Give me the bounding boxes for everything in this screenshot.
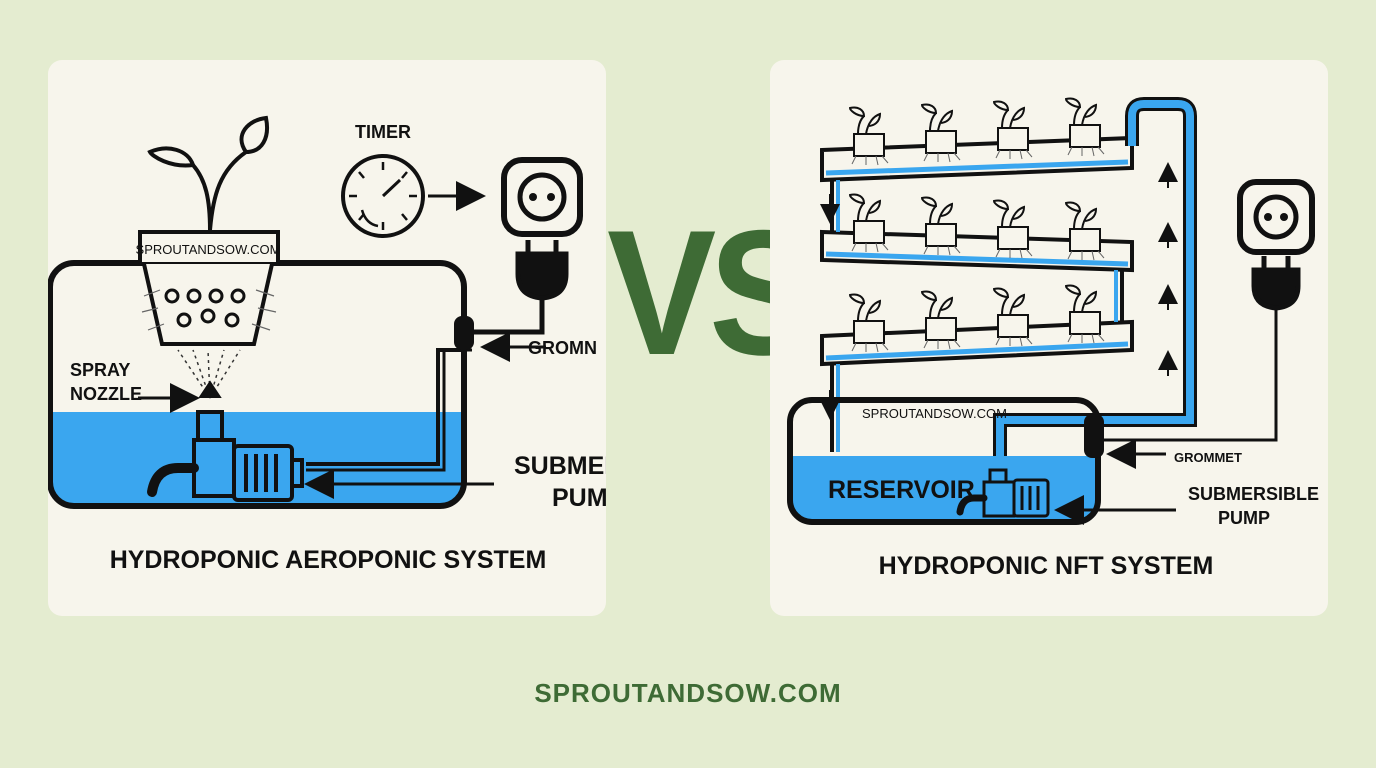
pump-label-line2: PUMP [552,484,606,512]
grommet-icon [454,316,474,350]
nft-outlet-icon [1237,179,1315,255]
timer-label: TIMER [355,122,411,142]
plug-icon [463,240,569,350]
aeroponic-title: HYDROPONIC AEROPONIC SYSTEM [110,546,547,574]
nft-panel: SPROUTANDSOW.COM RESERVOIR GROMMET SUBME… [770,60,1328,616]
nft-pump-label-line2: PUMP [1218,508,1270,528]
vs-label: VS [607,193,818,392]
reservoir-label: RESERVOIR [828,476,975,504]
nft-diagram: SPROUTANDSOW.COM RESERVOIR GROMMET SUBME… [787,97,1319,580]
nft-pump-label-line1: SUBMERSIBLE [1188,484,1319,504]
nft-grommet-label: GROMMET [1174,450,1242,465]
spray-label-line2: NOZZLE [70,384,142,404]
nft-pump-icon [956,468,1050,518]
supply-pipe [993,97,1197,474]
pump-label-line1: SUBMERSI [514,452,606,480]
timer-icon [341,154,425,238]
submersible-pump-icon [147,380,304,502]
plant-pots [849,97,1105,353]
nft-plug-icon [1251,256,1301,311]
aeroponic-panel: SPROUTANDSOW.COM TIMER [48,60,606,616]
spray-mist [177,349,241,399]
pot-label: SPROUTANDSOW.COM [136,242,281,257]
nft-grommet-icon [1084,414,1104,458]
footer-site-label: SPROUTANDSOW.COM [534,678,842,708]
net-pot [138,230,280,346]
nft-title: HYDROPONIC NFT SYSTEM [879,552,1214,580]
spray-label-line1: SPRAY [70,360,130,380]
outlet-icon [501,157,583,237]
grommet-label: GROMN [528,338,597,358]
nft-site-label: SPROUTANDSOW.COM [862,406,1007,421]
plant-icon [147,115,269,232]
aeroponic-diagram: SPROUTANDSOW.COM TIMER [48,115,606,574]
